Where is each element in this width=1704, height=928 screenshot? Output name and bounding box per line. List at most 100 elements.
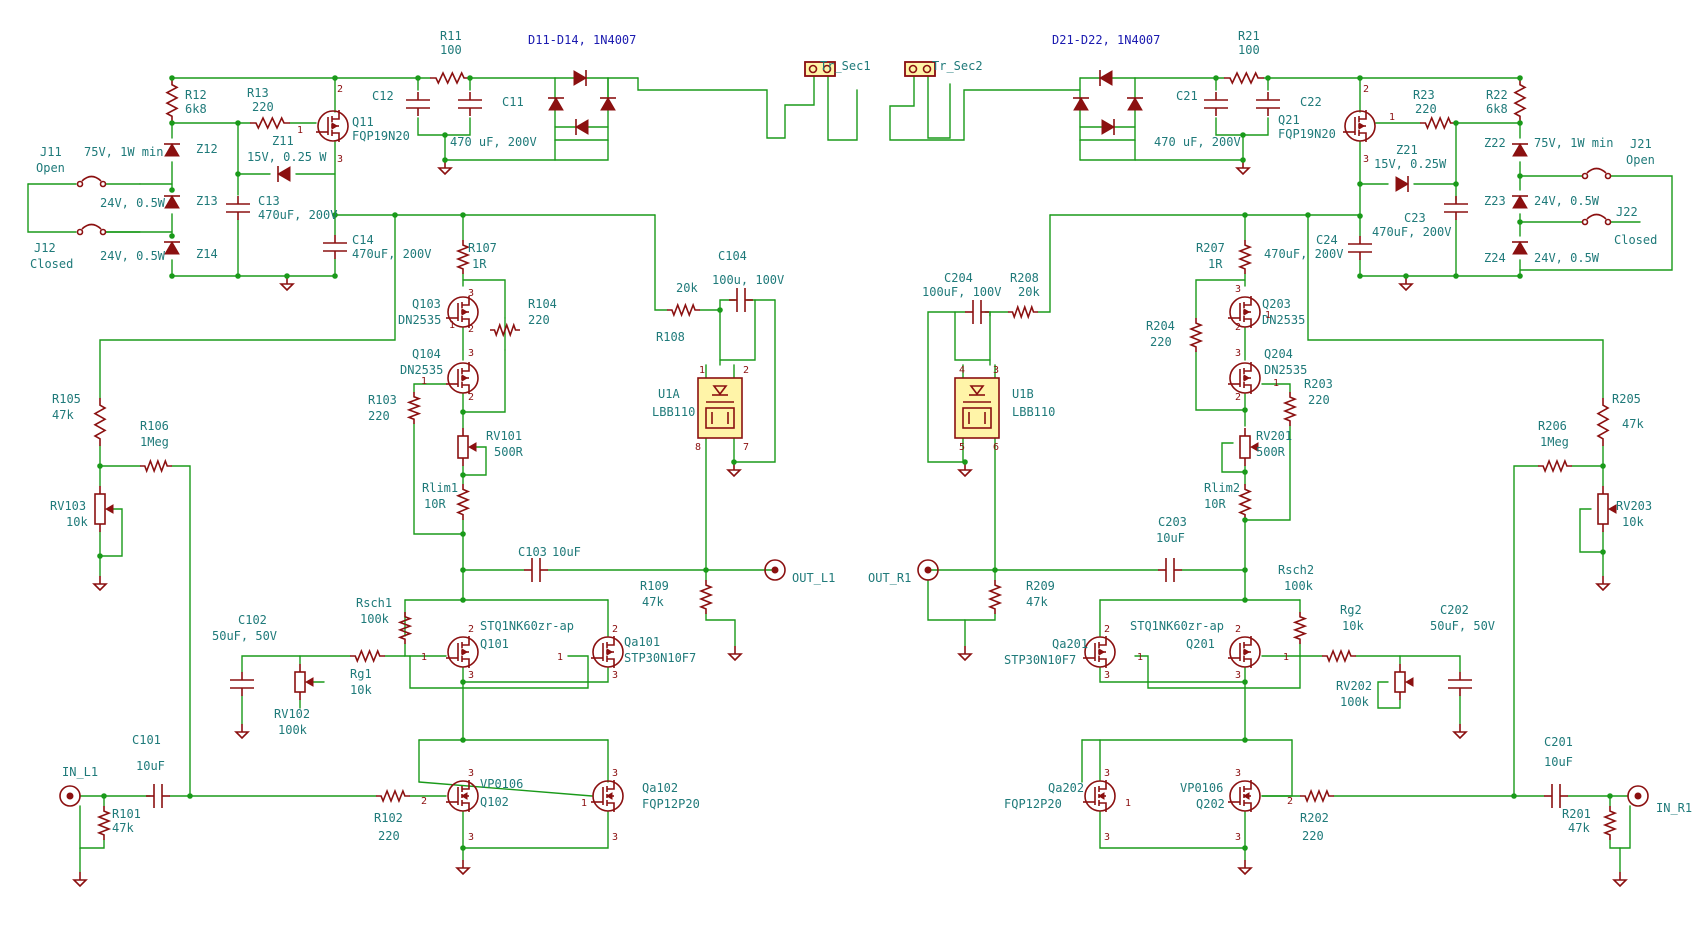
label-z21v: 15V, 0.25W [1374, 157, 1447, 171]
pin-number: 1 [421, 652, 427, 663]
junction-dot [1242, 737, 1248, 743]
resistor-rlim2 [1237, 484, 1253, 520]
pin-number: 1 [1273, 378, 1279, 389]
mosfet-q21 [1343, 110, 1376, 142]
label-rv103v: 10k [66, 515, 88, 529]
pin-number: 2 [1235, 322, 1241, 333]
wire [171, 465, 191, 797]
jumper-j12 [76, 223, 107, 236]
junction-dot [101, 793, 107, 799]
label-r105: R105 [52, 392, 81, 406]
junction-dot [1600, 549, 1606, 555]
pin-number: 2 [421, 796, 427, 807]
label-q104: Q104 [412, 347, 441, 361]
wire [1307, 214, 1604, 399]
pin-number: 3 [1235, 670, 1241, 681]
label-c24v: 470uF, 200V [1264, 247, 1343, 261]
junction-dot [1305, 212, 1311, 218]
label-rsch2: Rsch2 [1278, 563, 1314, 577]
junction-dot [1517, 173, 1523, 179]
label-r21: R21 [1238, 29, 1260, 43]
label-j22: J22 [1616, 205, 1638, 219]
label-r21v: 100 [1238, 43, 1260, 57]
zener-z21 [1395, 176, 1409, 192]
label-q11v: FQP19N20 [352, 129, 410, 143]
junction-dot [169, 187, 175, 193]
pin-number: 2 [1287, 796, 1293, 807]
pin-number: 1 [297, 125, 303, 136]
resistor-r109 [698, 580, 714, 614]
wire [409, 655, 589, 689]
wire [462, 349, 506, 413]
label-c23v: 470uF, 200V [1372, 225, 1451, 239]
junction-dot [460, 212, 466, 218]
label-rv102: RV102 [274, 707, 310, 721]
capacitor-c202 [1448, 672, 1472, 696]
wire [1195, 351, 1246, 411]
junction-dot [460, 567, 466, 573]
potentiometer-rv201 [1239, 428, 1259, 466]
label-j22v: Closed [1614, 233, 1657, 247]
label-r208: R208 [1010, 271, 1039, 285]
mosfet-q11 [316, 110, 349, 142]
wire [654, 214, 668, 311]
zener-z22 [1512, 143, 1528, 157]
label-r101: R101 [112, 807, 141, 821]
junction-dot [1600, 463, 1606, 469]
label-c204: C204 [944, 271, 973, 285]
label-z23: Z23 [1484, 194, 1506, 208]
junctions [97, 75, 1613, 851]
pin-number: 3 [1104, 768, 1110, 779]
ground-symbol [92, 576, 108, 592]
label-r23v: 220 [1415, 102, 1437, 116]
potentiometer-rv203 [1597, 486, 1617, 532]
junction-dot [442, 157, 448, 163]
capacitor-c11 [458, 92, 482, 116]
label-rlim2: Rlim2 [1204, 481, 1240, 495]
label-out_r1: OUT_R1 [868, 571, 911, 585]
wire [1579, 508, 1604, 553]
label-c202: C202 [1440, 603, 1469, 617]
label-z13: Z13 [196, 194, 218, 208]
label-q21: Q21 [1278, 113, 1300, 127]
label-r202: R202 [1300, 811, 1329, 825]
label-r106: R106 [140, 419, 169, 433]
junction-dot [1517, 273, 1523, 279]
jumper-j11 [76, 175, 107, 188]
wire [889, 75, 1081, 141]
label-q104v: DN2535 [400, 363, 443, 377]
capacitor-c14 [323, 235, 347, 259]
junction-dot [187, 793, 193, 799]
junction-dot [1242, 517, 1248, 523]
bridge-diode [1073, 97, 1089, 111]
junction-dot [467, 75, 473, 81]
junction-dot [460, 472, 466, 478]
label-r104v: 220 [528, 313, 550, 327]
optocoupler-u1b [954, 377, 1000, 439]
zener-z13 [164, 195, 180, 209]
pin-number: 3 [993, 365, 999, 376]
wire [462, 811, 609, 849]
wire [1261, 643, 1301, 657]
bridge-diode [575, 119, 589, 135]
junction-dot [235, 120, 241, 126]
wire [734, 299, 776, 463]
label-z21: Z21 [1396, 143, 1418, 157]
wire [1244, 425, 1291, 521]
label-z24v: 24V, 0.5W [1534, 251, 1600, 265]
resistor-r103 [406, 392, 422, 424]
resistor-r101 [96, 806, 112, 840]
label-r208v: 20k [1018, 285, 1040, 299]
pin-number: 2 [468, 392, 474, 403]
wire [964, 613, 996, 647]
pin-number: 1 [581, 798, 587, 809]
label-c12: C12 [372, 89, 394, 103]
resistor-r203 [1282, 392, 1298, 426]
junction-dot [97, 463, 103, 469]
junction-dot [1357, 213, 1363, 219]
ground-symbol [1237, 860, 1253, 876]
label-z22: Z22 [1484, 136, 1506, 150]
capacitor-c12 [406, 92, 430, 116]
label-r105v: 47k [52, 408, 74, 422]
